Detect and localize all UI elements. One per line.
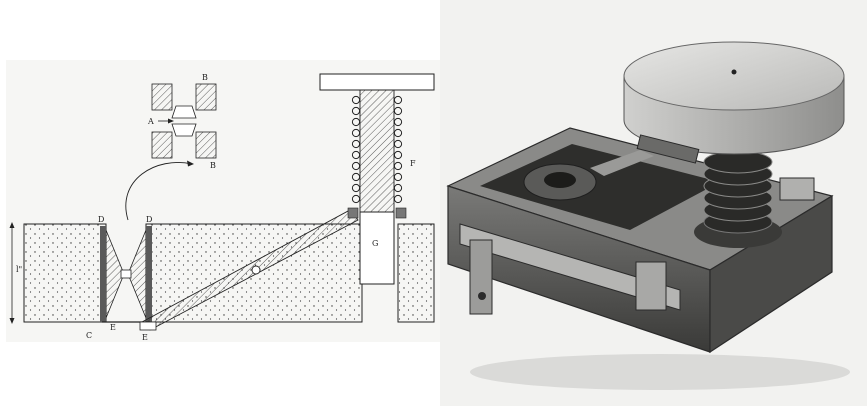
label-b-top: B <box>202 73 208 82</box>
detail-pointer <box>125 162 193 221</box>
label-e-right: E <box>142 333 148 342</box>
top-plate <box>319 73 435 91</box>
apparatus-photo <box>440 0 867 406</box>
spring-stack <box>694 150 782 248</box>
label-c: C <box>86 331 92 340</box>
weight-disc <box>623 41 845 155</box>
plunger-g <box>359 211 395 285</box>
anvil-detail-inset <box>151 83 217 159</box>
disc-center-hole <box>731 69 737 75</box>
spring-column <box>319 73 435 285</box>
label-f: F <box>410 159 416 168</box>
front-bracket <box>469 239 493 315</box>
press-diagram: l" <box>6 60 444 342</box>
bracket-screw <box>478 292 486 300</box>
right-block <box>397 223 435 323</box>
label-l: l" <box>16 265 22 274</box>
rear-stop-block <box>779 177 815 201</box>
anvil-assembly <box>100 226 152 323</box>
label-e-left: E <box>110 323 116 332</box>
cross-bar <box>590 150 654 176</box>
base-frame-side <box>709 194 833 354</box>
label-a: A <box>147 117 154 126</box>
dimension-arrow <box>9 222 15 324</box>
anvil-hole <box>544 172 576 188</box>
rear-rod <box>636 134 700 164</box>
label-b-bottom: B <box>210 161 216 170</box>
label-d-right: D <box>146 215 152 224</box>
apparatus-photo-svg <box>446 41 850 390</box>
inner-cavity <box>480 144 720 230</box>
shadow <box>470 354 850 390</box>
label-d-left: D <box>98 215 104 224</box>
side-clamp <box>635 261 667 311</box>
lever-arm <box>139 209 359 331</box>
front-lever <box>459 223 681 311</box>
label-g: G <box>372 239 378 248</box>
press-diagram-svg: l" <box>9 73 435 342</box>
left-block <box>23 223 107 323</box>
